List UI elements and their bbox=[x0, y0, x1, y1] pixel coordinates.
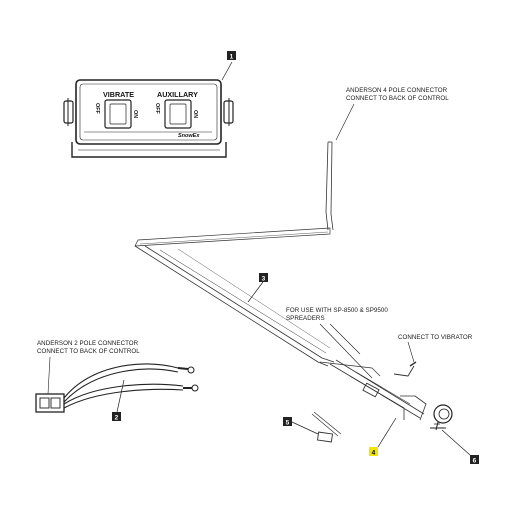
svg-text:4: 4 bbox=[372, 449, 376, 456]
brand-logo: SnowEx bbox=[178, 133, 200, 139]
anderson2-label-line2: CONNECT TO BACK OF CONTROL bbox=[37, 348, 140, 355]
auxillary-off-label: OFF bbox=[154, 103, 160, 114]
vibrator-label: CONNECT TO VIBRATOR bbox=[398, 334, 473, 341]
vibrate-on-label: ON bbox=[132, 110, 138, 118]
auxillary-label: AUXILLARY bbox=[157, 90, 198, 99]
main-harness bbox=[134, 141, 427, 421]
anderson4-label-line2: CONNECT TO BACK OF CONTROL bbox=[346, 95, 449, 102]
callout-5: 5 bbox=[283, 417, 319, 435]
control-box bbox=[63, 79, 234, 158]
item-6-vibrator-plug bbox=[430, 404, 453, 431]
callout-4: 4 bbox=[369, 417, 397, 456]
vibrate-label: VIBRATE bbox=[103, 90, 134, 99]
callout-2: 2 bbox=[112, 379, 125, 421]
anderson2-label-line1: ANDERSON 2 POLE CONNECTOR bbox=[37, 340, 139, 347]
callout-1: 1 bbox=[221, 51, 236, 81]
svg-text:5: 5 bbox=[286, 419, 290, 426]
sp-label-line2: SPREADERS bbox=[286, 315, 325, 322]
auxillary-on-label: ON bbox=[192, 110, 198, 118]
sp-label-line1: FOR USE WITH SP-8500 & SP9500 bbox=[286, 307, 388, 314]
svg-text:1: 1 bbox=[230, 53, 234, 60]
svg-text:2: 2 bbox=[115, 414, 119, 421]
auxillary-switch bbox=[164, 99, 192, 129]
item-5-part bbox=[311, 411, 342, 443]
svg-text:3: 3 bbox=[262, 275, 266, 282]
vibrate-switch bbox=[104, 99, 132, 129]
anderson-2-pole-cable bbox=[35, 363, 199, 413]
anderson4-label-line1: ANDERSON 4 POLE CONNECTOR bbox=[346, 87, 448, 94]
callout-3: 3 bbox=[247, 273, 268, 303]
vibrate-off-label: OFF bbox=[94, 103, 100, 114]
svg-text:6: 6 bbox=[473, 457, 477, 464]
callout-6: 6 bbox=[441, 429, 479, 464]
